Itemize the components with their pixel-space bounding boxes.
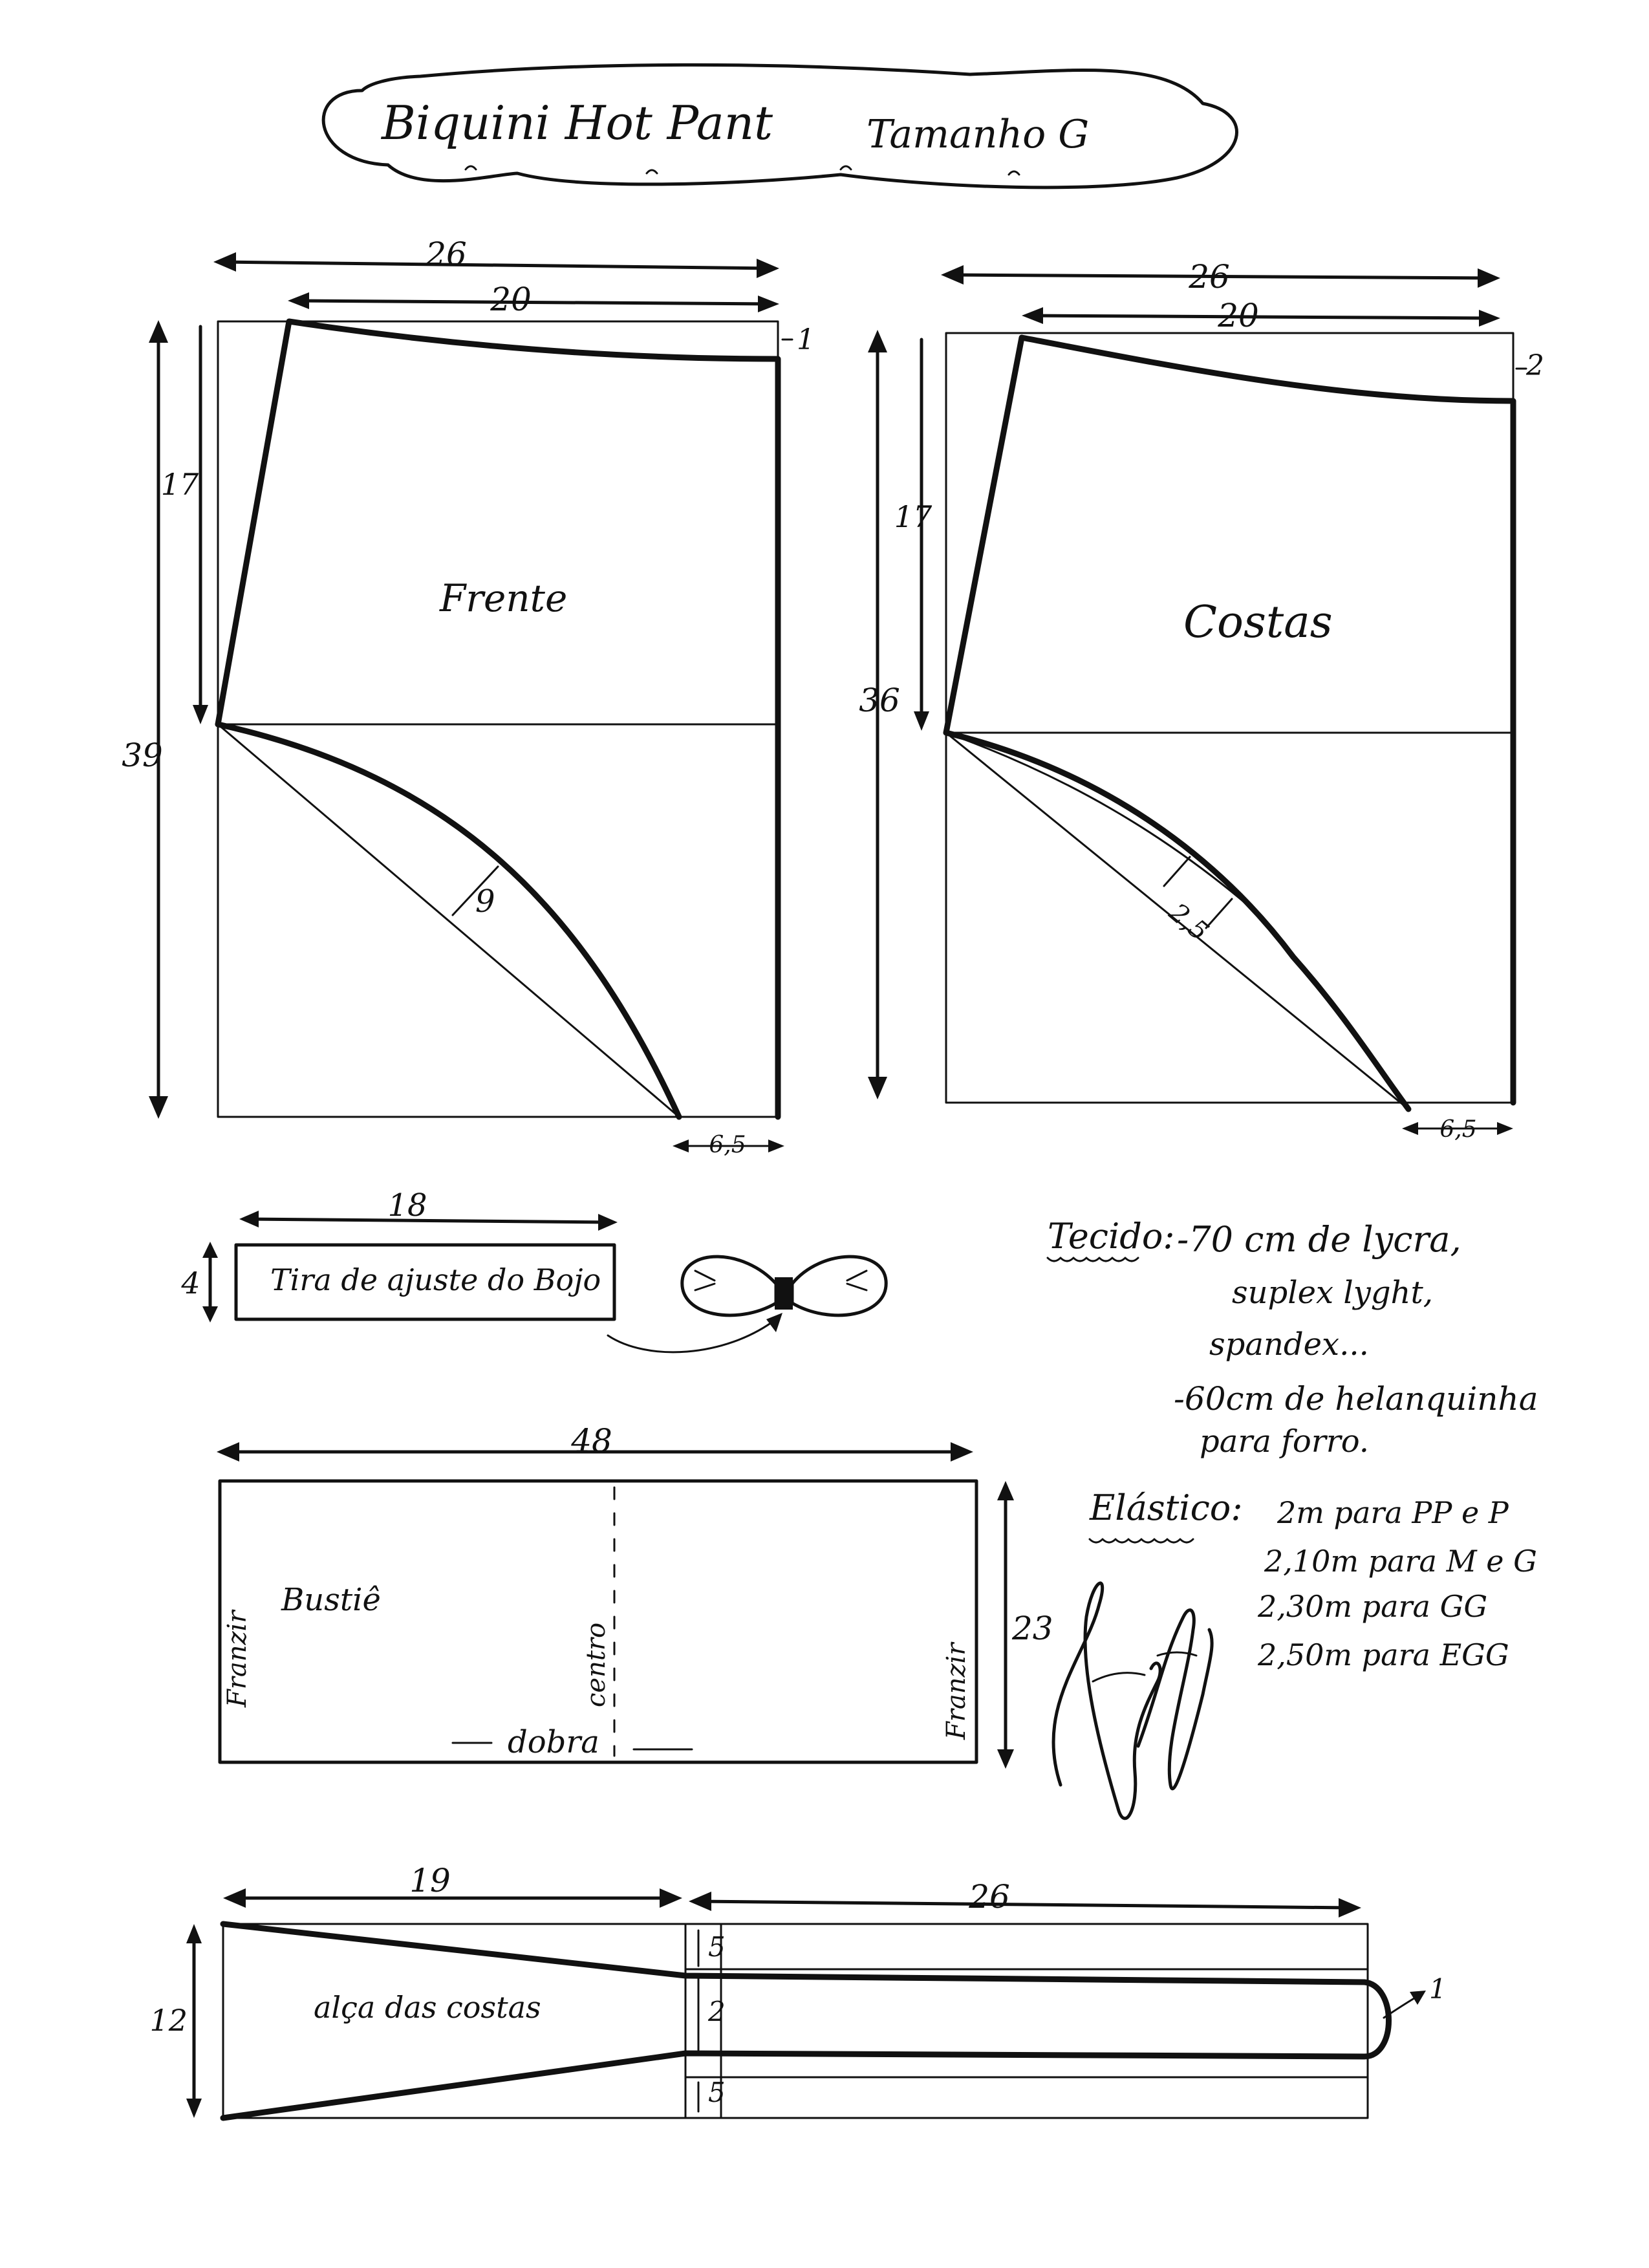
back-bottom-width: 6,5	[1439, 1116, 1476, 1143]
elastic-notes: Elástico: 2m para PP e P 2,10m para M e …	[1088, 1487, 1537, 1672]
pattern-title: Biquini Hot Pant	[380, 96, 773, 150]
elastic-line: 2m para PP e P	[1277, 1495, 1509, 1530]
front-upper-height: 17	[161, 467, 199, 502]
bustier-label: Bustiê	[281, 1582, 381, 1618]
strap-middle-gap: 2	[707, 1996, 726, 2027]
strap-left-width: 19	[409, 1862, 451, 1899]
title-cloud	[321, 63, 1238, 189]
front-curve-depth: 9	[475, 883, 495, 920]
elastic-heading: Elástico:	[1089, 1487, 1243, 1528]
back-panel	[943, 332, 1516, 1112]
back-side-drop: 2	[1525, 349, 1544, 382]
back-upper-height: 17	[894, 499, 932, 534]
cup-strip-width: 18	[387, 1187, 427, 1224]
fabric-line: spandex...	[1209, 1326, 1369, 1363]
designer-signature	[1051, 1581, 1214, 1820]
back-total-height: 36	[859, 682, 900, 719]
front-top-width: 20	[490, 281, 532, 318]
elastic-line: 2,50m para EGG	[1257, 1637, 1509, 1672]
strap-height: 12	[149, 2003, 188, 2038]
back-panel-label: Costas	[1183, 597, 1333, 648]
elastic-line: 2,30m para GG	[1257, 1589, 1487, 1624]
bustier-gather-left: Franzir	[222, 1609, 252, 1708]
fabric-line: suplex lyght,	[1232, 1275, 1433, 1311]
cup-strip-height: 4	[180, 1266, 200, 1301]
fabric-heading: Tecido:	[1048, 1216, 1175, 1257]
fabric-notes: Tecido: -70 cm de lycra, suplex lyght, s…	[1046, 1216, 1538, 1460]
bustier-gather-right: Franzir	[942, 1641, 971, 1740]
back-top-width: 20	[1217, 297, 1259, 334]
strap-right-width: 26	[968, 1878, 1010, 1916]
bustier-fold-label: dobra	[508, 1724, 599, 1760]
bustier-center-label: centro	[581, 1623, 611, 1707]
back-total-width: 26	[1188, 258, 1230, 296]
strap-label: alça das costas	[314, 1990, 541, 2025]
strap-tip: 1	[1429, 1973, 1447, 2005]
front-bottom-width: 6,5	[709, 1132, 746, 1158]
bustier-panel	[217, 1442, 1014, 1769]
fabric-line: -70 cm de lycra,	[1177, 1219, 1461, 1260]
bow-illustration	[607, 1255, 888, 1354]
fabric-line: para forro.	[1200, 1423, 1369, 1460]
elastic-line: 2,10m para M e G	[1264, 1544, 1537, 1579]
front-side-drop: 1	[797, 323, 815, 356]
fabric-line: -60cm de helanquinha	[1174, 1380, 1538, 1418]
cup-strip-label: Tira de ajuste do Bojo	[270, 1262, 601, 1297]
front-dim-arrows	[149, 252, 793, 1152]
cup-strip	[202, 1211, 618, 1323]
front-panel-label: Frente	[439, 576, 567, 620]
bustier-height: 23	[1011, 1610, 1053, 1647]
back-curve-depth: 2,5	[1163, 897, 1214, 947]
bustier-width: 48	[570, 1422, 612, 1460]
back-dim-arrows	[868, 265, 1527, 1135]
back-strap	[186, 1888, 1426, 2121]
strap-top-gap: 5	[708, 1931, 726, 1963]
front-total-width: 26	[425, 235, 467, 273]
strap-bottom-gap: 5	[708, 2077, 726, 2108]
front-total-height: 39	[122, 737, 163, 774]
size-label: Tamanho G	[867, 112, 1089, 157]
front-panel	[215, 318, 781, 1120]
